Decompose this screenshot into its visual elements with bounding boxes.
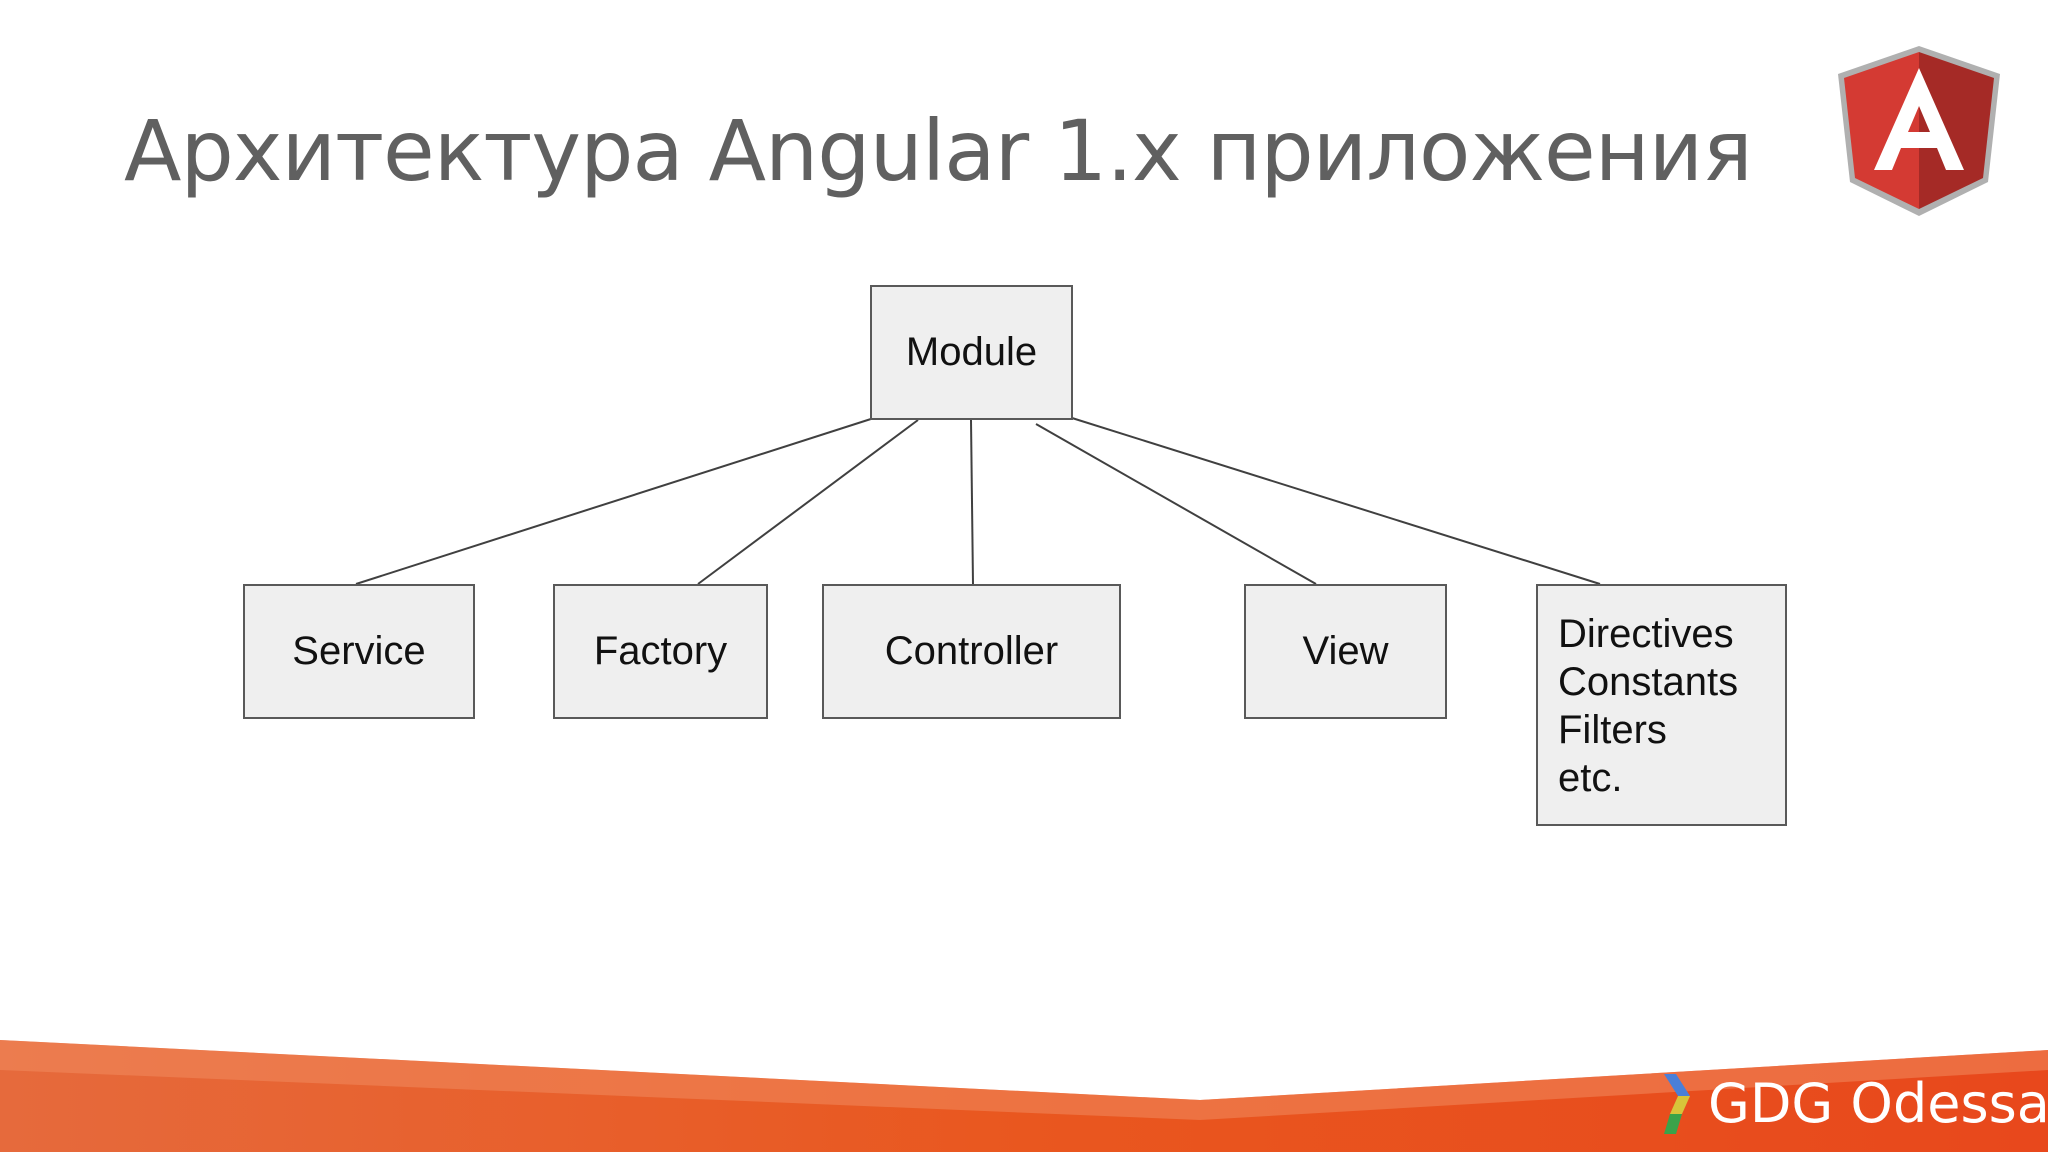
factory-node: Factory xyxy=(553,584,768,719)
footer-band xyxy=(0,1040,2048,1152)
view-label: View xyxy=(1302,629,1389,673)
footer-brand: GDG Odessa xyxy=(1708,1072,2048,1135)
edge-module-view xyxy=(1035,423,1317,585)
slide-title: Архитектура Angular 1.x приложения xyxy=(124,102,1753,200)
angular-logo xyxy=(1838,46,2000,216)
edge-module-controller xyxy=(970,419,974,585)
factory-label: Factory xyxy=(593,629,728,673)
constants-label: Constants xyxy=(1558,660,1739,704)
edge-module-factory xyxy=(697,419,919,585)
service-label: Service xyxy=(292,629,426,673)
edge-module-service xyxy=(355,417,875,585)
module-node: Module xyxy=(870,285,1073,420)
etc-label: etc. xyxy=(1558,756,1623,800)
filters-label: Filters xyxy=(1558,708,1667,752)
other-node: Directives Constants Filters etc. xyxy=(1536,584,1787,826)
view-node: View xyxy=(1244,584,1447,719)
gdg-chevron-icon xyxy=(1664,1074,1690,1134)
service-node: Service xyxy=(243,584,475,719)
controller-label: Controller xyxy=(884,629,1059,673)
directives-label: Directives xyxy=(1558,612,1734,656)
controller-node: Controller xyxy=(822,584,1121,719)
edge-module-other xyxy=(1071,417,1601,585)
module-label: Module xyxy=(905,330,1038,374)
